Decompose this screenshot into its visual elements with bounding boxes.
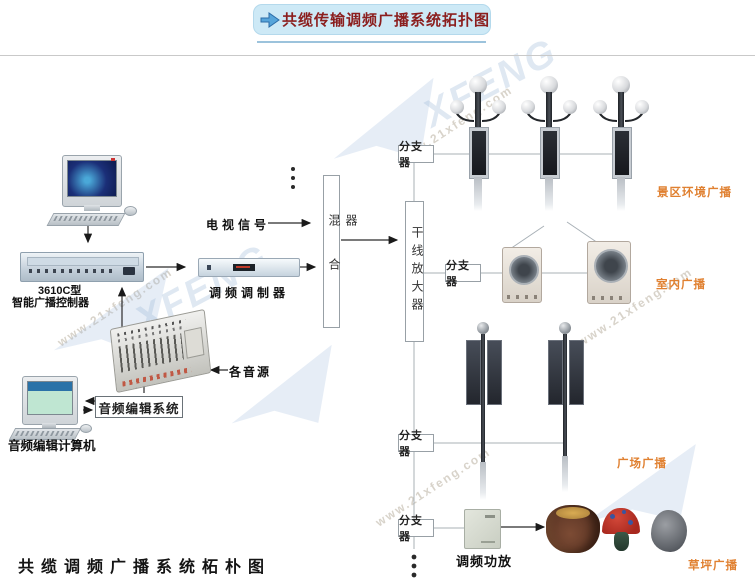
broadcast-controller-device (20, 252, 144, 282)
page-title-banner: 共缆传输调频广播系统拓扑图 (253, 4, 491, 35)
audio-sources-label: 各音源 (229, 365, 272, 379)
column-speaker (548, 340, 563, 405)
mouse (124, 206, 137, 216)
plaza-pole-ball (559, 322, 571, 334)
edit-computer-monitor (22, 376, 78, 425)
monitor-screen (27, 381, 73, 415)
controller-buttons (29, 269, 117, 273)
lamp-pole-base (474, 177, 482, 211)
page-title: 共缆传输调频广播系统拓扑图 (282, 12, 491, 29)
pole-speaker (612, 127, 632, 179)
column-speaker (466, 340, 481, 405)
diagram-caption: 共缆调频广播系统柘朴图 (18, 559, 272, 576)
controller-display-strip (27, 257, 139, 266)
lamp-globe (469, 76, 487, 94)
splitter-box-plaza: 分支器 (398, 430, 434, 458)
pole-speaker (540, 127, 560, 179)
fm-power-amplifier-device (464, 509, 501, 549)
mushroom-spot (622, 510, 626, 514)
audio-edit-system-box: 音频编辑系统 (95, 396, 183, 418)
power-led (111, 158, 115, 161)
speaker-knobs (592, 296, 626, 300)
column-speaker (569, 340, 584, 405)
signal-mixer-box: 混合器 (323, 175, 358, 328)
lamp-pole-base (545, 177, 553, 211)
edit-computer-label: 音频编辑计算机 (8, 439, 96, 453)
indoor-speaker (502, 247, 542, 303)
mouse (80, 424, 92, 433)
monitor-stand (42, 423, 56, 428)
lamp-globe (612, 76, 630, 94)
splitter-box-indoor: 分支器 (445, 260, 481, 288)
splitter-box-scenic: 分支器 (398, 141, 434, 169)
lamp-globe (563, 100, 577, 114)
speaker-grille (509, 255, 539, 285)
continuation-dots (291, 167, 417, 578)
splitter-box-lawn: 分支器 (398, 515, 434, 543)
lamp-globe (450, 100, 464, 114)
speaker-knobs (506, 295, 538, 299)
column-speaker (487, 340, 502, 405)
tv-signal-label: 电视信号 (206, 218, 271, 232)
title-underline (257, 41, 486, 43)
plaza-pole (563, 334, 567, 456)
modulator-label: 调频调制器 (209, 286, 290, 300)
controller-model-label: 3610C型 (38, 285, 82, 297)
pole-speaker (469, 127, 489, 179)
lamp-pole-base (617, 177, 625, 211)
fm-amplifier-label: 调频功放 (456, 554, 513, 569)
lamp-globe (492, 100, 506, 114)
mushroom-spot (628, 520, 633, 525)
mushroom-spot (610, 514, 615, 519)
mushroom-speaker-stem (614, 532, 629, 551)
lamp-globe (635, 100, 649, 114)
zone-label-indoor: 室内广播 (656, 279, 706, 291)
speaker-grille (594, 249, 628, 283)
indoor-speaker (587, 241, 631, 304)
controller-display (123, 267, 135, 275)
monitor-stand (84, 205, 100, 211)
keyboard (46, 213, 126, 226)
controller-name-label: 智能广播控制器 (12, 297, 89, 309)
tree-stump-speaker (546, 505, 600, 553)
zone-label-plaza: 广场广播 (617, 458, 667, 470)
zone-label-lawn: 草坪广播 (688, 560, 738, 572)
plaza-pole (481, 334, 485, 462)
lamp-globe (593, 100, 607, 114)
blue-arrow-icon (260, 12, 280, 28)
plaza-pole-base (480, 462, 486, 500)
plaza-pole-ball (477, 322, 489, 334)
header-divider (0, 55, 755, 56)
control-computer-monitor (62, 155, 122, 207)
trunk-amplifier-box: 干线放大器 (405, 201, 424, 342)
zone-label-scenic: 景区环境广播 (657, 187, 732, 199)
fm-modulator-device (198, 258, 300, 277)
modulator-display (233, 264, 255, 271)
monitor-screen (67, 160, 117, 197)
lamp-globe (521, 100, 535, 114)
modulator-button (207, 265, 211, 270)
plaza-pole-base (562, 456, 568, 492)
rock-speaker (651, 510, 687, 552)
lamp-globe (540, 76, 558, 94)
